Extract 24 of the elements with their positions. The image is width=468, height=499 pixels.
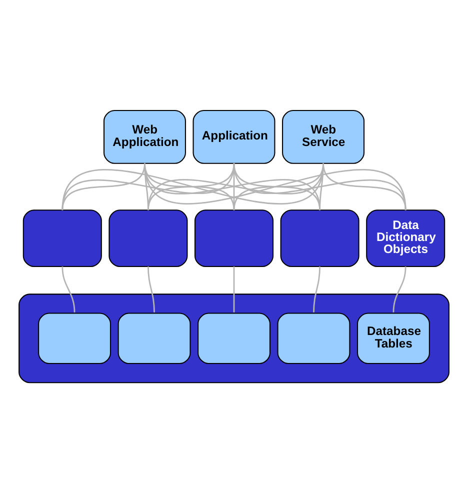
node-box [194, 209, 274, 266]
node-box: Web Service [282, 109, 365, 164]
connector [62, 162, 324, 210]
node-box: Application [192, 109, 276, 164]
node-box: Data Dictionary Objects [366, 209, 446, 266]
node-box [38, 312, 112, 364]
connector [233, 162, 406, 210]
node-box: Web Application [103, 109, 186, 164]
node-box [280, 209, 360, 266]
node-box [198, 312, 270, 364]
node-box: Database Tables [356, 312, 430, 364]
node-box [22, 209, 102, 266]
connector [148, 266, 155, 312]
connector [62, 162, 235, 210]
connector [313, 266, 320, 312]
node-box [118, 312, 191, 364]
node-box [108, 209, 188, 266]
connector [62, 266, 76, 312]
connector [392, 266, 406, 312]
cluster [18, 293, 450, 383]
connector [233, 266, 235, 312]
connector [144, 162, 406, 210]
connector [322, 162, 406, 210]
node-box [277, 312, 350, 364]
